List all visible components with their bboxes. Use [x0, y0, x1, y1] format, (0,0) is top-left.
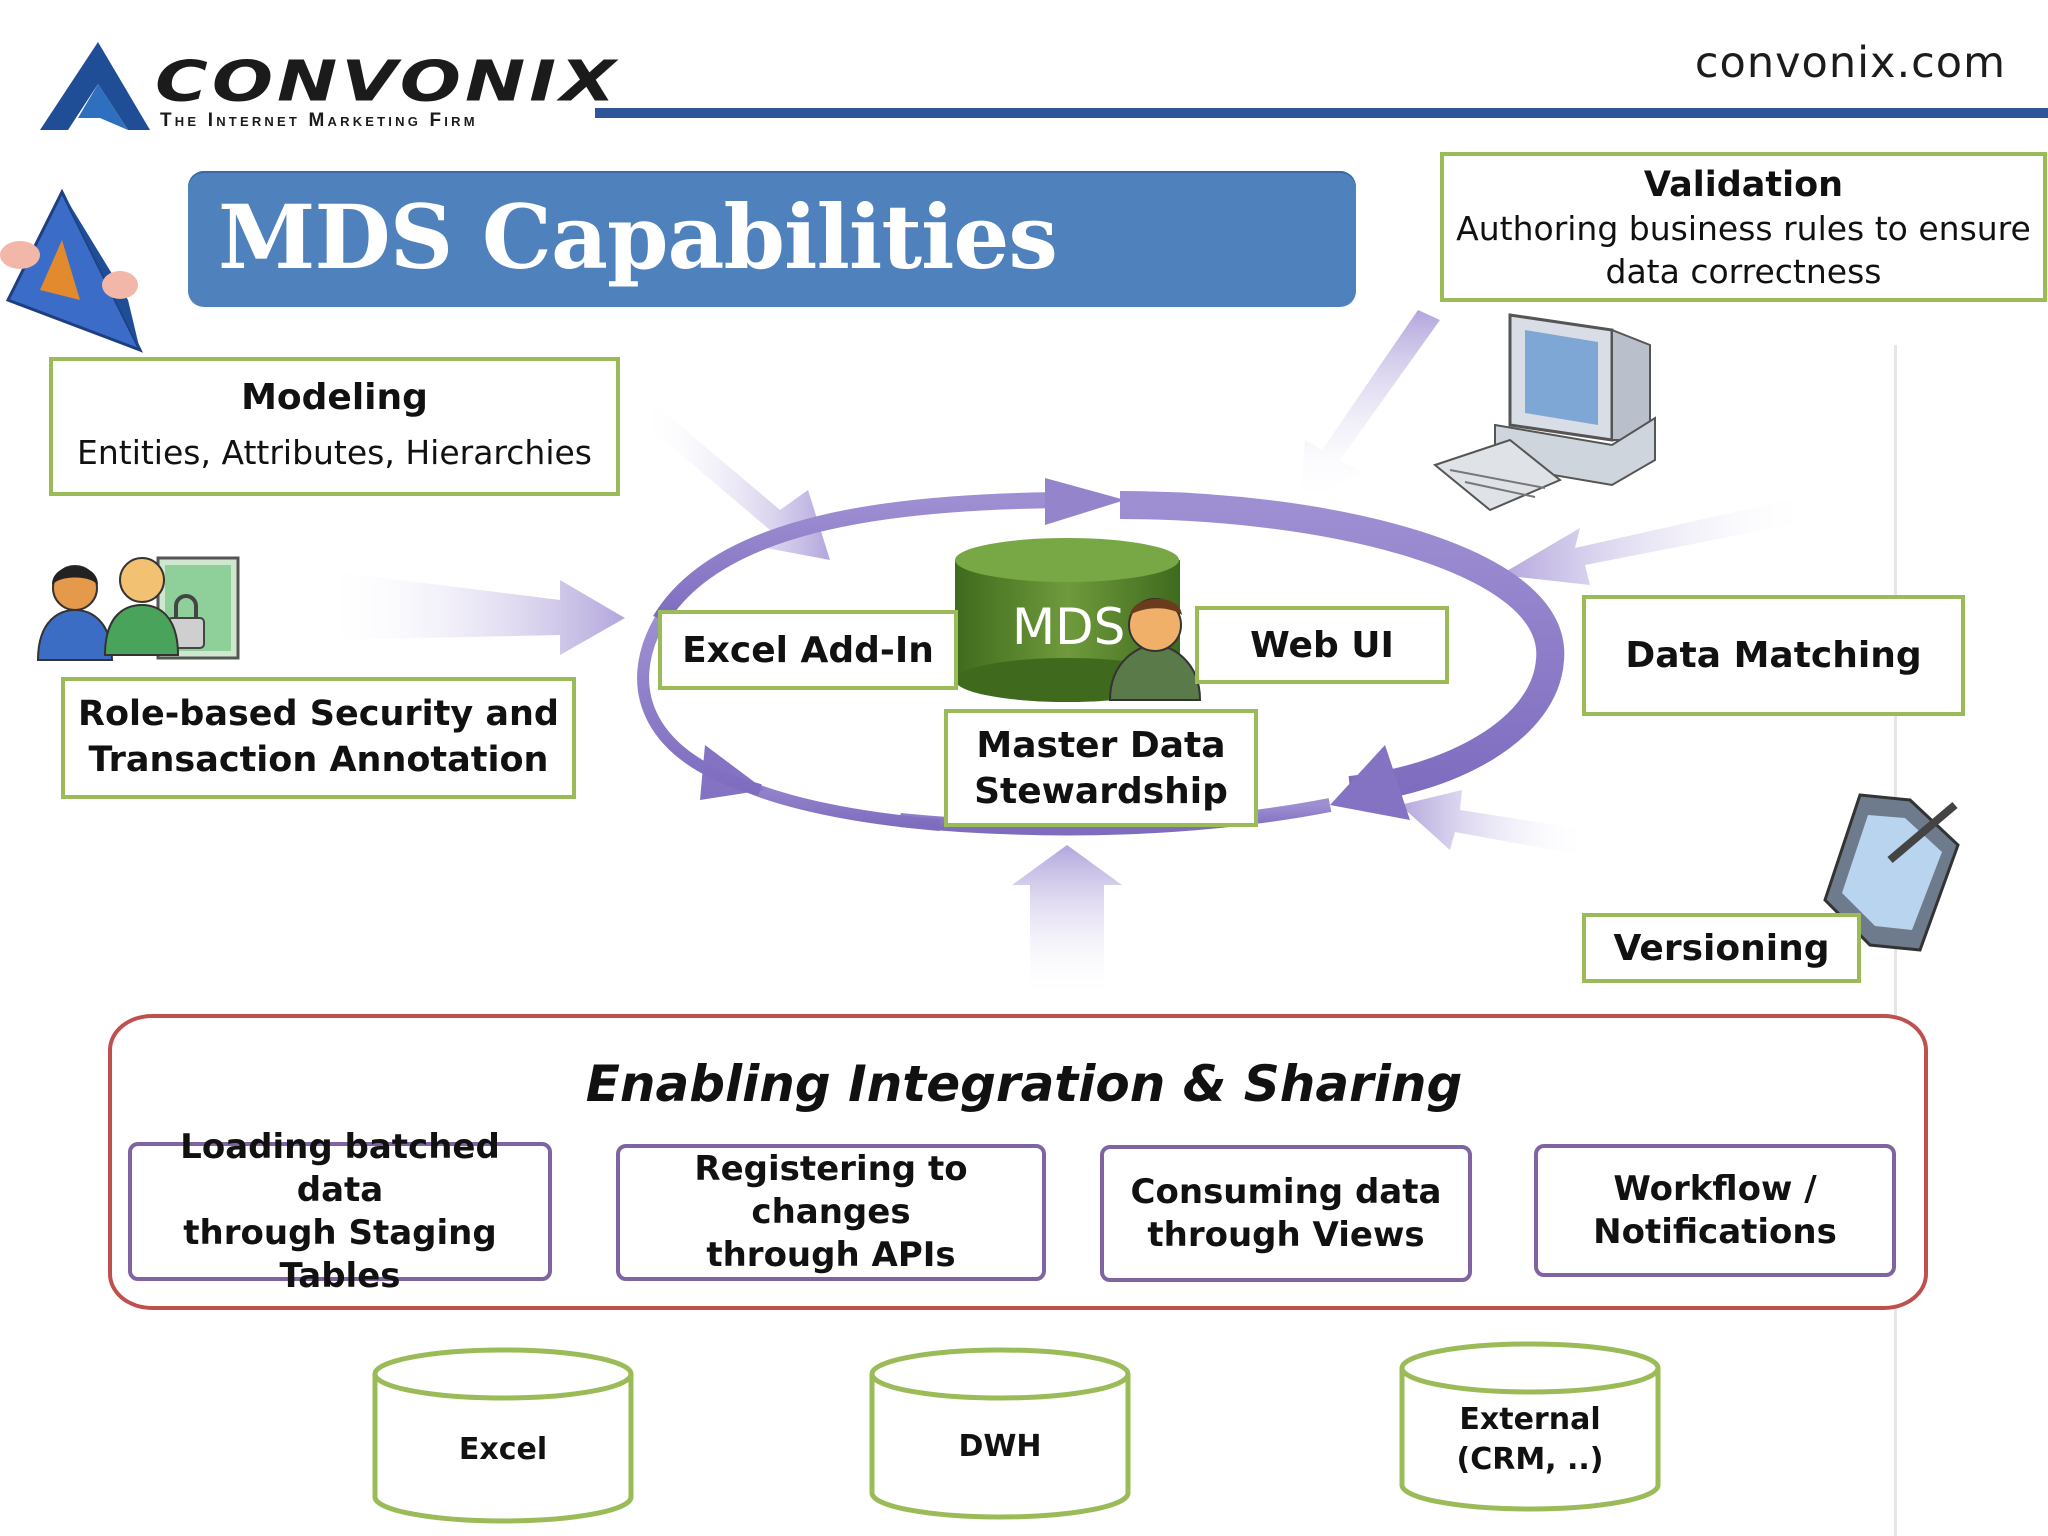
web-ui-label: Web UI [1250, 624, 1394, 666]
page-title: MDS Capabilities [218, 185, 1058, 289]
source-label-dwh: DWH [872, 1427, 1128, 1467]
arrow-from-modeling [640, 400, 830, 560]
validation-desc-line2: data correctness [1605, 252, 1882, 291]
source-label-line: Excel [458, 1432, 548, 1467]
web-ui-box: Web UI [1195, 606, 1449, 684]
security-box: Role-based Security and Transaction Anno… [61, 677, 576, 799]
versioning-box: Versioning [1582, 913, 1861, 983]
validation-box: Validation Authoring business rules to e… [1440, 152, 2047, 302]
data-matching-label: Data Matching [1625, 635, 1922, 676]
integration-item-line1: Consuming data [1130, 1171, 1442, 1212]
modeling-desc: Entities, Attributes, Hierarchies [77, 433, 592, 472]
integration-item: Registering to changes through APIs [616, 1144, 1046, 1281]
source-cylinder-external [1399, 1341, 1661, 1512]
arrow-from-validation [1300, 310, 1440, 505]
source-label-external: External (CRM, ..) [1402, 1400, 1658, 1480]
integration-item-line2: Notifications [1593, 1211, 1837, 1252]
integration-item-line1: Workflow / [1613, 1168, 1817, 1209]
arrow-from-matching [1500, 495, 1815, 585]
source-label-line: External [1459, 1402, 1601, 1437]
excel-addin-box: Excel Add-In [658, 610, 958, 690]
stewardship-box: Master Data Stewardship [944, 709, 1258, 827]
source-cylinder-dwh [869, 1347, 1131, 1520]
prism-shape-icon [0, 188, 144, 353]
data-matching-box: Data Matching [1582, 595, 1965, 716]
brand-tagline: The Internet Marketing Firm [160, 110, 478, 131]
mds-label: MDS [1012, 598, 1126, 656]
computer-icon [1432, 313, 1656, 512]
site-url: convonix.com [1694, 38, 2006, 88]
users-lock-icon [36, 556, 240, 661]
source-cylinder-excel [372, 1347, 634, 1524]
versioning-label: Versioning [1613, 927, 1830, 969]
header-rule [595, 108, 2048, 118]
security-line2: Transaction Annotation [88, 740, 549, 780]
steward-person-icon [1108, 598, 1202, 701]
flow-ring [637, 478, 1565, 836]
integration-title: Enabling Integration & Sharing [585, 1055, 1463, 1113]
source-label-excel: Excel [375, 1430, 631, 1470]
validation-desc-line1: Authoring business rules to ensure [1456, 209, 2031, 248]
integration-item-line2: through APIs [706, 1235, 956, 1275]
integration-item-line2: through Views [1147, 1214, 1425, 1255]
incoming-arrows [320, 310, 1815, 1000]
source-label-line: (CRM, ..) [1456, 1442, 1604, 1477]
source-label-line: DWH [958, 1429, 1042, 1464]
modeling-title: Modeling [241, 377, 428, 418]
integration-item: Workflow / Notifications [1534, 1144, 1896, 1277]
integration-item-line1: Loading batched data [180, 1126, 500, 1210]
title-bar: MDS Capabilities [188, 171, 1356, 307]
integration-item-line1: Registering to changes [694, 1149, 968, 1232]
integration-item: Loading batched data through Staging Tab… [128, 1127, 552, 1296]
arrow-from-integration [1012, 845, 1122, 1000]
tablet-pen-icon [1823, 793, 1960, 952]
arrow-from-versioning [1400, 790, 1590, 855]
brand-name: CONVONIX [155, 48, 620, 114]
security-line1: Role-based Security and [78, 694, 559, 734]
integration-item: Consuming data through Views [1100, 1145, 1472, 1282]
validation-title: Validation [1643, 165, 1844, 205]
stewardship-line1: Master Data [976, 725, 1226, 766]
arrow-from-security [320, 570, 625, 655]
stewardship-line2: Stewardship [974, 771, 1228, 812]
convonix-logo-icon [40, 42, 150, 130]
excel-addin-label: Excel Add-In [682, 629, 934, 671]
modeling-box: Modeling Entities, Attributes, Hierarchi… [49, 357, 620, 496]
integration-item-line2: through Staging Tables [183, 1212, 497, 1296]
